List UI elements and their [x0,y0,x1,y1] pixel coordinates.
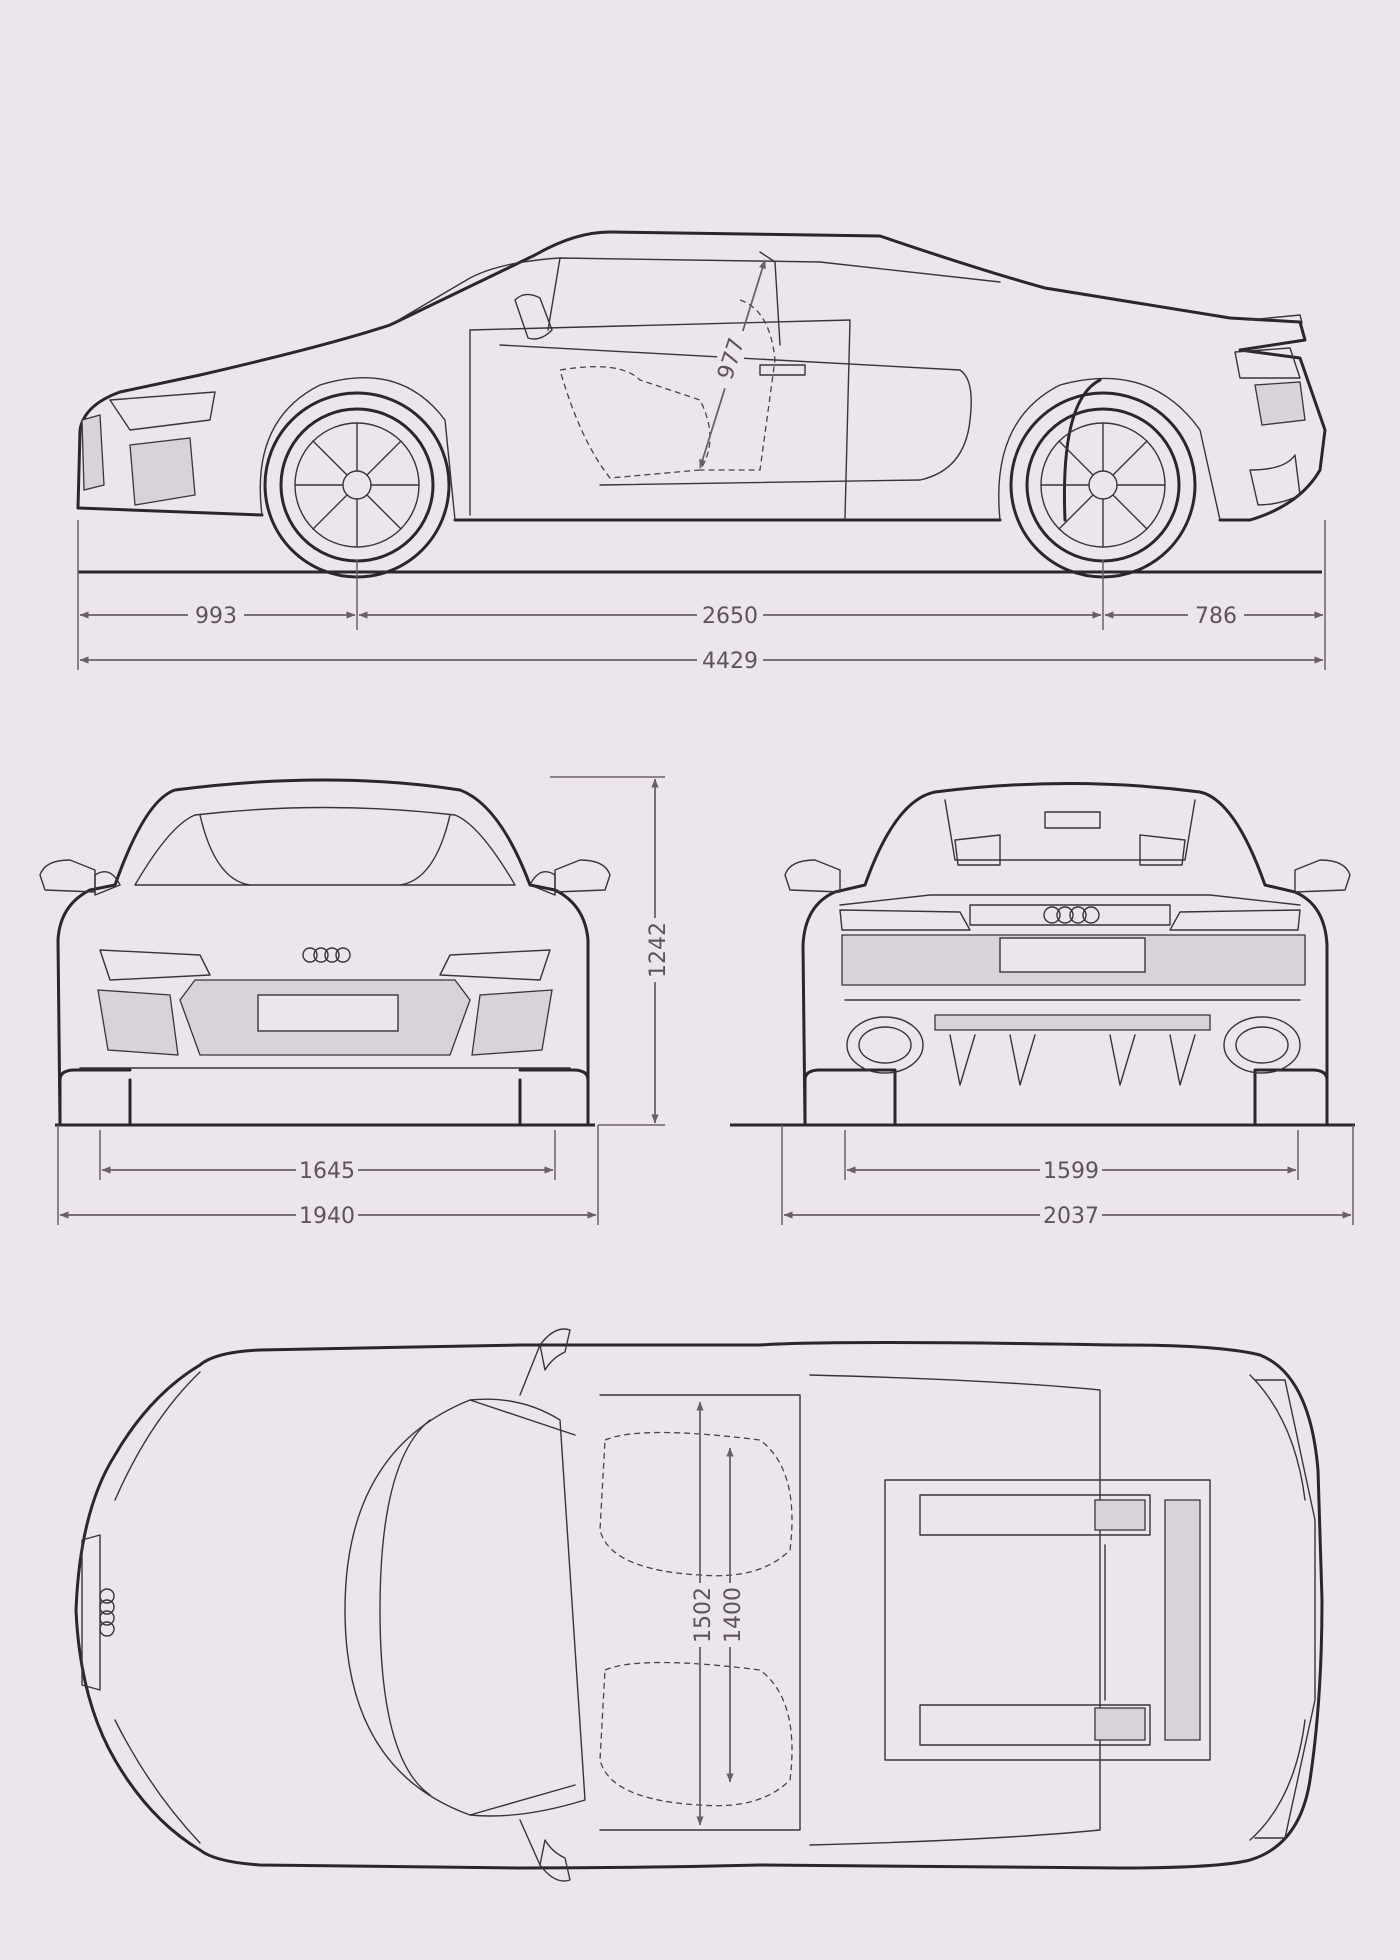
dim-elbow-width: 1400 [721,1587,746,1643]
front-body [39,778,611,1127]
dim-wheelbase: 2650 [702,604,758,629]
dim-front-track: 1645 [299,1159,355,1184]
dim-width-without-mirrors: 1940 [299,1204,355,1229]
top-audi-rings-icon [99,1588,115,1637]
side-view: 993 2650 786 4429 977 [76,230,1327,674]
front-wheel [259,376,456,579]
dim-overall-length: 4429 [702,649,758,674]
dim-overall-height: 1242 [646,922,671,978]
front-dimensions: 1645 1940 1242 [57,776,671,1229]
rear-view: 1599 2037 [730,782,1355,1229]
rear-dimensions: 1599 2037 [781,1125,1354,1229]
dim-rear-overhang: 786 [1195,604,1237,629]
rear-audi-rings-icon [1043,906,1100,924]
top-body [74,1328,1324,1882]
dim-front-overhang: 993 [195,604,237,629]
rear-body [784,782,1351,1127]
top-view: 1502 1400 [74,1328,1324,1882]
dim-shoulder-width: 1502 [691,1587,716,1643]
dim-rear-track: 1599 [1043,1159,1099,1184]
side-dimensions: 993 2650 786 4429 977 [77,259,1326,674]
dim-seat-depth: 977 [713,335,750,383]
dim-width-with-mirrors: 2037 [1043,1204,1099,1229]
top-dimensions: 1502 1400 [689,1401,746,1826]
front-view: 1645 1940 1242 [39,776,671,1229]
rear-wheel [998,377,1221,579]
front-audi-rings-icon [302,947,351,963]
side-body [76,230,1327,522]
